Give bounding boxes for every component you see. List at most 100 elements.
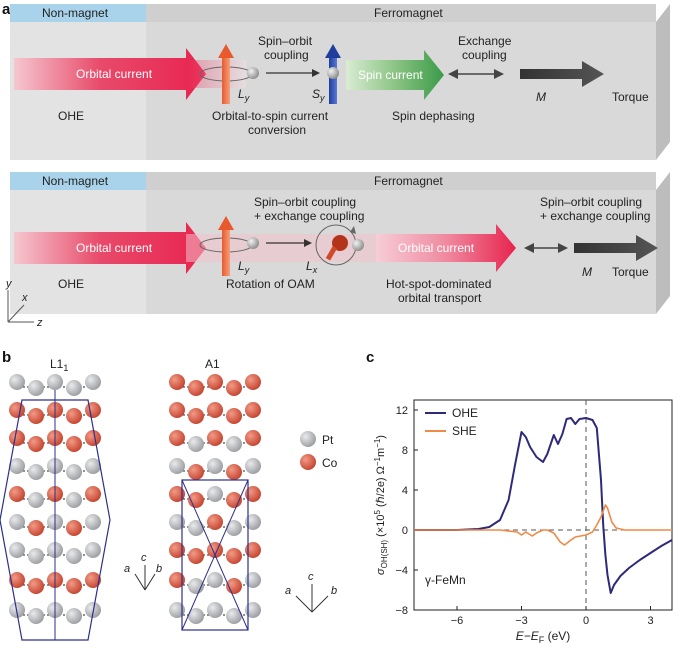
bottom-torque-label: Torque	[612, 265, 649, 279]
co-atom	[245, 430, 261, 446]
pt-atom	[245, 572, 261, 588]
x-axis-label: E−EF (eV)	[516, 629, 571, 645]
panel-b-label: b	[2, 349, 11, 366]
co-atom	[66, 436, 82, 452]
a1-crystal-axes	[295, 584, 329, 613]
bottom-soc-label-2: + exchange coupling	[254, 209, 364, 223]
a1-axis-b: b	[331, 585, 337, 597]
x-tick-label: 3	[647, 615, 653, 627]
bottom-orbital-current-label-2: Orbital current	[398, 241, 475, 255]
co-atom	[207, 374, 223, 390]
l10-lattice	[0, 374, 111, 641]
axis-z-label: z	[36, 317, 43, 329]
co-atom	[169, 430, 185, 446]
top-sy-spin	[325, 44, 341, 104]
legend-pt-label: Pt	[322, 433, 334, 447]
pt-atom	[47, 374, 63, 390]
pt-atom	[28, 464, 44, 480]
pt-atom	[85, 542, 101, 558]
top-conversion-label-1: Orbital-to-spin current	[212, 109, 329, 123]
pt-atom	[245, 514, 261, 530]
top-nonmagnet-label: Non-magnet	[42, 6, 109, 20]
pt-atom	[188, 608, 204, 624]
y-tick-label: 4	[402, 485, 408, 497]
top-orbital-current-arrow	[14, 48, 206, 100]
co-atom	[188, 492, 204, 508]
bottom-lx-orbital	[315, 224, 364, 266]
co-atom	[169, 374, 185, 390]
pt-atom	[245, 602, 261, 618]
x-tick-label: −3	[515, 615, 528, 627]
pt-atom	[66, 492, 82, 508]
pt-atom	[28, 380, 44, 396]
co-atom	[169, 572, 185, 588]
pt-atom	[28, 548, 44, 564]
pt-atom	[66, 464, 82, 480]
pt-atom	[9, 374, 25, 390]
top-soc-label-1: Spin–orbit	[258, 34, 313, 48]
top-conversion-arrowhead	[312, 69, 320, 77]
x-tick-label: 0	[583, 615, 589, 627]
bottom-soc-label-1: Spin–orbit coupling	[254, 195, 356, 209]
legend-co	[300, 454, 316, 470]
bottom-orbital-current-arrow-2	[376, 224, 516, 272]
co-atom	[169, 402, 185, 418]
pt-atom	[169, 602, 185, 618]
bottom-rotation-label: Rotation of OAM	[226, 277, 315, 291]
top-m-label: M	[536, 90, 546, 104]
co-atom	[85, 430, 101, 446]
l10-axis-b: b	[156, 563, 162, 575]
top-spin-current-arrow	[346, 50, 444, 100]
top-torque-label: Torque	[612, 90, 649, 104]
series-line-ohe	[414, 417, 673, 594]
bottom-orbital-current-arrow-1	[14, 222, 206, 274]
pt-atom	[169, 514, 185, 530]
co-atom	[226, 492, 242, 508]
co-atom	[169, 542, 185, 558]
co-atom	[207, 402, 223, 418]
l10-crystal-axes	[134, 565, 156, 591]
a1-lattice	[169, 374, 261, 631]
l10-title: L11	[50, 357, 68, 373]
co-atom	[226, 380, 242, 396]
a1-axis-a: a	[285, 585, 291, 597]
pt-atom	[66, 380, 82, 396]
pt-atom	[207, 458, 223, 474]
pt-atom	[28, 492, 44, 508]
a1-unit-cell-diagonal	[181, 479, 249, 631]
pt-atom	[66, 608, 82, 624]
co-atom	[85, 572, 101, 588]
bottom-rotation-arrowhead	[304, 239, 312, 247]
bottom-ferromagnet-label: Ferromagnet	[374, 174, 443, 188]
co-atom	[188, 380, 204, 396]
co-atom	[226, 548, 242, 564]
bottom-ly-orbital	[199, 216, 259, 276]
bottom-ohe-label: OHE	[58, 277, 84, 291]
co-atom	[188, 548, 204, 564]
l10-unit-cell-outline	[0, 399, 111, 641]
bottom-m-label: M	[582, 265, 592, 279]
top-conversion-label-2: conversion	[248, 123, 306, 137]
bottom-hotspot-label-1: Hot-spot-dominated	[386, 277, 491, 291]
co-atom	[66, 520, 82, 536]
pt-atom	[245, 458, 261, 474]
bottom-nonmagnet-label: Non-magnet	[42, 174, 109, 188]
co-atom	[245, 542, 261, 558]
chart-title: γ-FeMn	[425, 573, 466, 587]
pt-atom	[169, 458, 185, 474]
co-atom	[66, 408, 82, 424]
co-atom	[66, 578, 82, 594]
top-orbital-fade	[186, 60, 246, 88]
panel-c-label: c	[366, 349, 374, 366]
a1-title: A1	[205, 357, 220, 371]
top-soc-label-2: coupling	[264, 48, 309, 62]
pt-atom	[9, 458, 25, 474]
top-ohe-label: OHE	[58, 109, 84, 123]
y-tick-label: 8	[402, 445, 408, 457]
top-spin-current-label: Spin current	[358, 68, 423, 82]
pt-atom	[85, 514, 101, 530]
bottom-soc-label-4: + exchange coupling	[540, 209, 650, 223]
y-tick-label: −4	[395, 565, 408, 577]
co-atom	[9, 430, 25, 446]
